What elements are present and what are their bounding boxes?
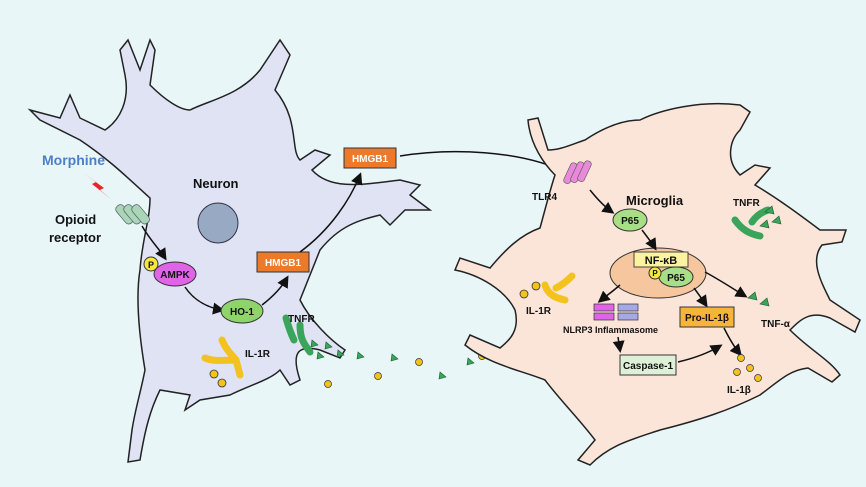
il1-beta-particles [324,352,486,388]
hmgb1-inner-node [256,251,310,273]
phospho-badge-neuron [143,256,159,272]
il1r-microglia-label: IL-1R [526,306,552,317]
pro-il1b-node [679,306,735,328]
p65-label: P65 [621,216,639,227]
pro-il1b-label: Pro-IL-1β [685,313,729,324]
microglia-cell: Microglia [453,102,861,466]
il1r-receptor-neuron-icon [201,336,244,379]
neuron-body [27,38,433,463]
il1b-label: IL-1β [727,385,751,396]
ampk-label: AMPK [160,270,190,281]
il1-dot [519,289,529,299]
opioid-receptor-label-line1: Opioid [55,212,96,227]
tnfr-microglia-label: TNFR [733,198,760,209]
phospho-badge-microglia [648,266,662,280]
ho1-node [220,298,264,324]
caspase1-node [619,354,677,376]
p65-node [612,208,648,232]
il1-dot [531,281,541,291]
nlrp3-label: NLRP3 Inflammasome [563,325,658,335]
il1r-neuron-label: IL-1R [245,349,271,360]
tnfr-receptor-neuron-icon [282,314,314,356]
ampk-node [153,261,197,287]
il1-beta-particles-microglia [733,354,762,382]
nfkb-label: NF-κB [645,255,677,267]
nlrp3-inflammasome-icon [593,303,639,321]
lightning-icon [82,172,112,200]
tnf-alpha-particles-microglia [747,205,782,307]
il1-dot [217,378,227,388]
hmgb1-inner-label: HMGB1 [265,258,302,269]
tlr4-label: TLR4 [532,192,557,203]
opioid-receptor-label-line2: receptor [49,230,101,245]
tnfr-neuron-label: TNFR [288,314,315,325]
opioid-receptor-icon [115,204,150,225]
tlr4-receptor-icon [563,160,592,184]
ho1-label: HO-1 [230,307,254,318]
phospho-label-neuron: P [148,260,154,270]
neuron-title: Neuron [193,176,239,191]
nfkb-node [633,251,689,268]
hmgb1-released-node [343,147,397,169]
morphine-label: Morphine [42,152,105,168]
p65-complex-label: P65 [667,273,685,284]
il1-dot [209,369,219,379]
il1r-receptor-microglia-icon [541,272,576,304]
neuron-cell: Neuron [27,38,433,463]
tnfa-label: TNF-α [761,319,791,330]
tnf-alpha-particles [310,339,475,380]
neuron-nucleus [197,202,239,244]
hmgb1-released-label: HMGB1 [352,154,389,165]
phospho-label-microglia: P [652,269,658,278]
microglia-title: Microglia [626,193,684,208]
caspase1-label: Caspase-1 [623,361,673,372]
